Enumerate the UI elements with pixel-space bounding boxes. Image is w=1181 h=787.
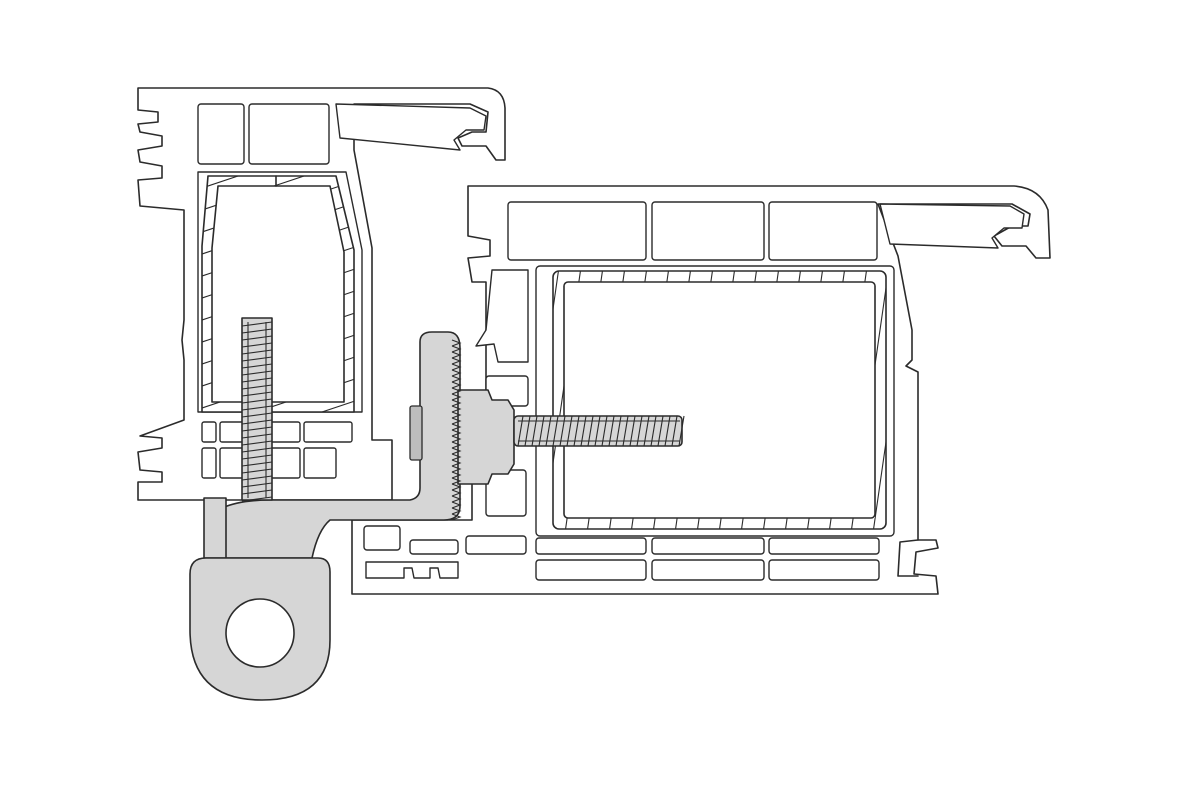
hinge-eye — [189, 557, 331, 701]
sash-fixing-screw — [241, 317, 273, 502]
hinge-bracket — [203, 331, 515, 559]
frame-steel-reinforcement — [552, 270, 887, 530]
frame-fixing-screw — [513, 415, 685, 447]
